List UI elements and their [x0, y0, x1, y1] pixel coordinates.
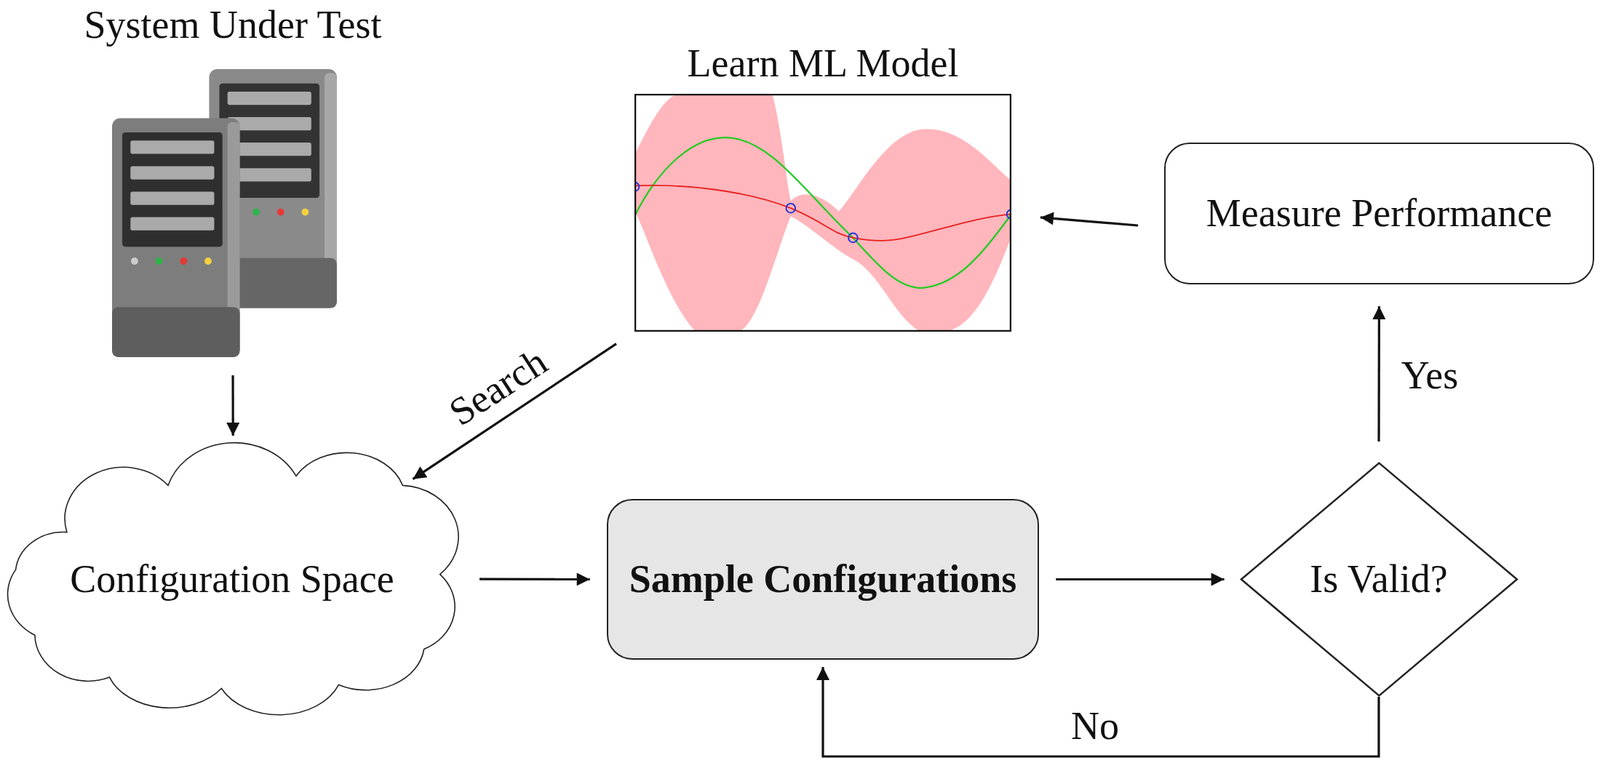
drive-slot [130, 192, 214, 206]
node-body: System Under Test [65, 1, 401, 358]
drive-slot [227, 142, 312, 156]
flow-arrow [1055, 578, 1224, 581]
server-body [112, 117, 241, 358]
server-illustration [112, 69, 348, 358]
server-base [112, 307, 241, 358]
status-led [204, 257, 212, 265]
plot-ground [634, 93, 1012, 332]
heading-label: Learn ML Model [683, 40, 964, 88]
node-label: Sample Configurations [625, 555, 1022, 604]
observation-point [848, 233, 858, 244]
diamond-shape [1240, 463, 1517, 697]
decision-diamond: Is Valid? [1239, 462, 1519, 698]
mean-prediction [634, 185, 1012, 241]
confidence-band [634, 93, 1012, 332]
process-box: Sample Configurations [606, 499, 1040, 660]
observation-point [785, 203, 796, 214]
status-led [301, 208, 310, 217]
node-body: Sample Configurations [608, 500, 1039, 659]
process-box: Measure Performance [1164, 142, 1595, 285]
drive-slot [130, 140, 214, 154]
cloud-shape [8, 443, 460, 716]
flow-arrow [479, 577, 591, 581]
flow-arrow [1040, 217, 1138, 226]
flow-arrow [822, 667, 1379, 757]
gp-plot [634, 93, 1012, 332]
space-cloud: Configuration Space [2, 438, 462, 720]
plot-frame [635, 94, 1011, 332]
heading-label: System Under Test [79, 1, 386, 49]
plot-area [634, 93, 1012, 332]
server-panel [122, 132, 223, 247]
status-led [277, 208, 285, 217]
node-body: Is Valid? [1239, 462, 1519, 698]
drive-slot [227, 168, 312, 182]
drive-slot [130, 217, 214, 231]
server-tower [112, 117, 241, 358]
drive-slot [130, 165, 214, 179]
true-function [634, 137, 1012, 289]
node-label: Is Valid? [1305, 555, 1452, 604]
system-heading: System Under Test [65, 1, 401, 358]
status-led [155, 257, 163, 265]
node-body: Measure Performance [1165, 144, 1593, 284]
status-led [179, 257, 187, 265]
model-heading: Learn ML Model [634, 40, 1012, 332]
flow-arrow [1377, 306, 1381, 442]
node-label: Configuration Space [65, 555, 398, 604]
node-label: Measure Performance [1202, 189, 1557, 238]
status-led [252, 208, 260, 217]
status-led [130, 257, 139, 265]
edge-label: Yes [1399, 352, 1462, 398]
node-body: Configuration Space [2, 438, 462, 720]
drive-slot [227, 91, 312, 105]
drive-slot [227, 117, 312, 131]
node-body: Learn ML Model [634, 40, 1012, 332]
flow-arrow [231, 375, 234, 436]
edge-label: No [1068, 703, 1122, 749]
